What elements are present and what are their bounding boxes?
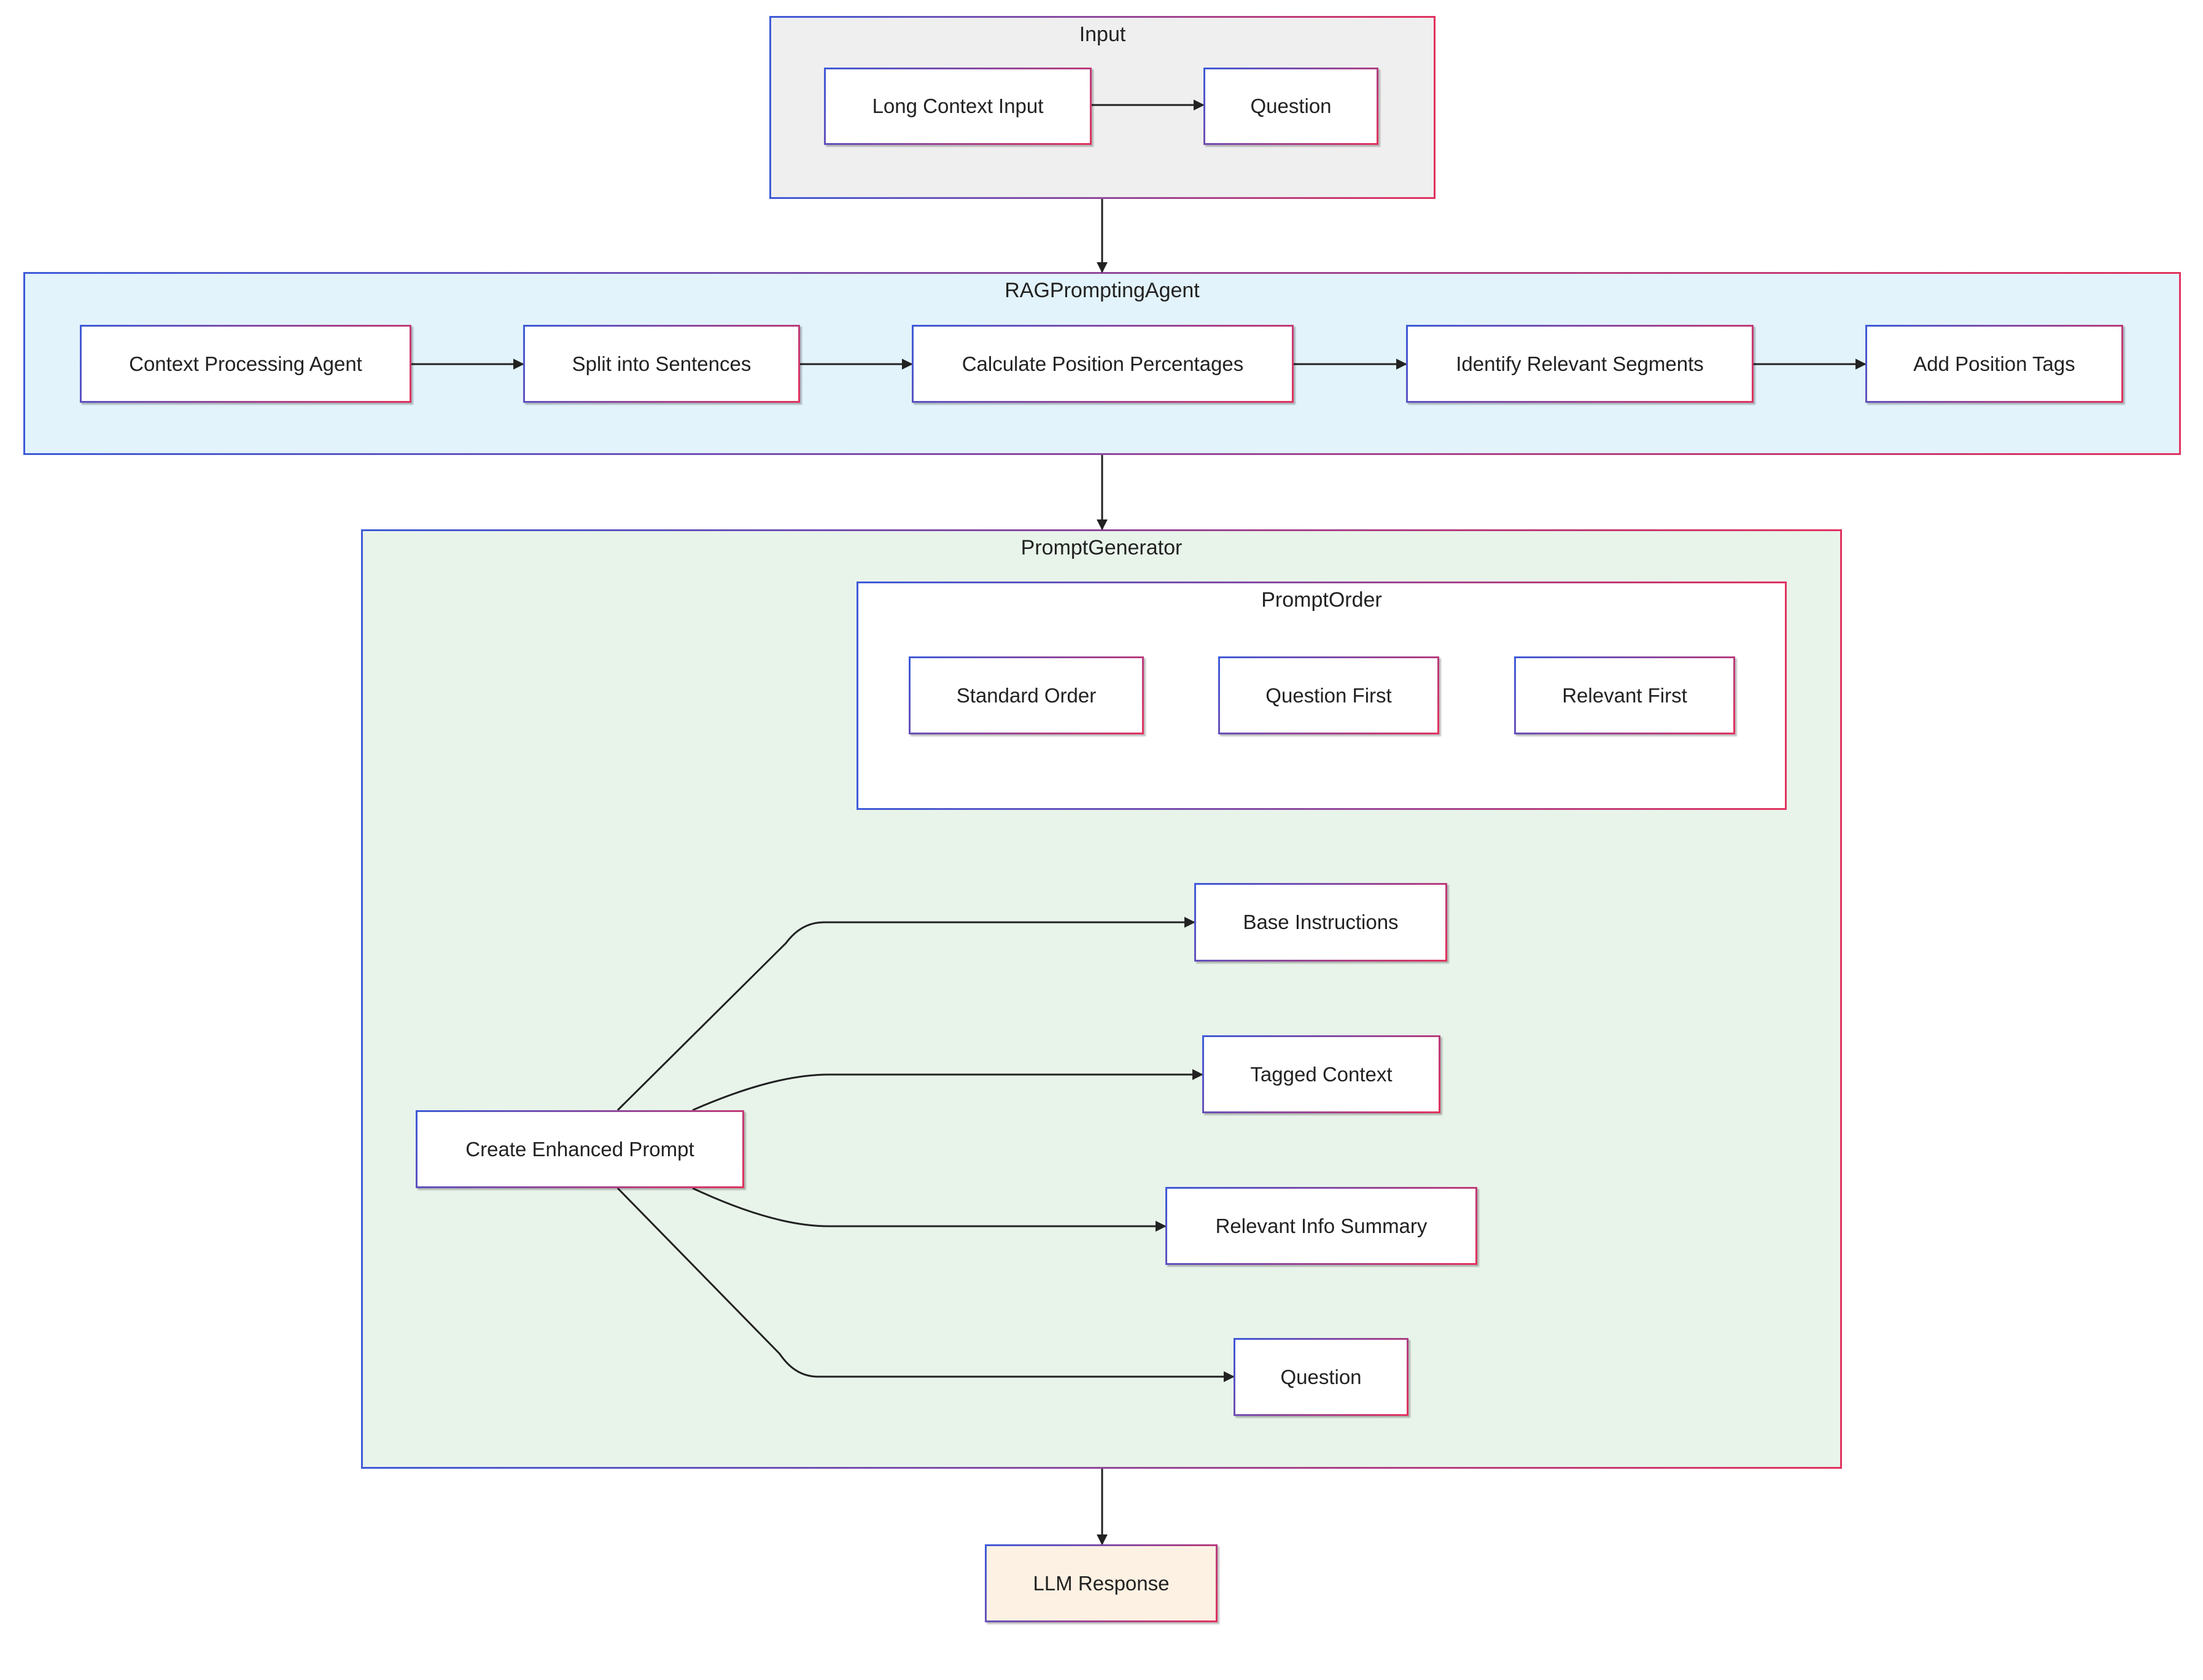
question-output-node: Question <box>1234 1338 1408 1416</box>
llm-response-label: LLM Response <box>1033 1571 1170 1595</box>
standard-order-label: Standard Order <box>956 683 1097 707</box>
rag-prompting-agent-title: RAGPromptingAgent <box>1004 279 1200 302</box>
tagged-context-node: Tagged Context <box>1202 1035 1440 1113</box>
question-input-label: Question <box>1250 95 1332 117</box>
relevant-first-label: Relevant First <box>1562 683 1687 707</box>
standard-order-node: Standard Order <box>909 656 1144 734</box>
long-context-input-node: Long Context Input <box>824 68 1092 145</box>
calculate-position-percentages-label: Calculate Position Percentages <box>962 352 1244 375</box>
llm-response-node: LLM Response <box>985 1544 1218 1622</box>
edge-create-to-tagged-context <box>692 1069 1203 1111</box>
base-instructions-label: Base Instructions <box>1243 911 1399 933</box>
identify-relevant-segments-node: Identify Relevant Segments <box>1406 325 1754 403</box>
base-instructions-node: Base Instructions <box>1194 883 1447 962</box>
relevant-info-summary-label: Relevant Info Summary <box>1215 1214 1428 1237</box>
prompt-order-title: PromptOrder <box>1261 588 1382 612</box>
question-first-label: Question First <box>1265 683 1392 707</box>
question-input-node: Question <box>1203 68 1378 145</box>
question-first-node: Question First <box>1218 656 1439 734</box>
long-context-input-label: Long Context Input <box>872 95 1044 117</box>
edge-create-to-question <box>616 1187 1235 1382</box>
edge-create-to-base-instructions <box>616 917 1195 1111</box>
input-cluster-title: Input <box>1079 23 1126 46</box>
add-position-tags-label: Add Position Tags <box>1913 352 2075 375</box>
context-processing-agent-label: Context Processing Agent <box>129 352 362 375</box>
relevant-info-summary-node: Relevant Info Summary <box>1165 1187 1477 1265</box>
tagged-context-label: Tagged Context <box>1250 1062 1393 1086</box>
prompt-generator-title: PromptGenerator <box>1020 536 1183 559</box>
relevant-first-node: Relevant First <box>1514 656 1735 734</box>
identify-relevant-segments-label: Identify Relevant Segments <box>1456 352 1704 375</box>
create-enhanced-prompt-node: Create Enhanced Prompt <box>416 1110 744 1188</box>
calculate-position-percentages-node: Calculate Position Percentages <box>912 325 1294 403</box>
split-into-sentences-node: Split into Sentences <box>523 325 800 403</box>
context-processing-agent-node: Context Processing Agent <box>80 325 411 403</box>
question-output-label: Question <box>1280 1365 1362 1388</box>
split-into-sentences-label: Split into Sentences <box>572 352 752 375</box>
add-position-tags-node: Add Position Tags <box>1865 325 2123 403</box>
create-enhanced-prompt-label: Create Enhanced Prompt <box>465 1137 694 1161</box>
edge-create-to-relevant-info <box>692 1187 1167 1232</box>
